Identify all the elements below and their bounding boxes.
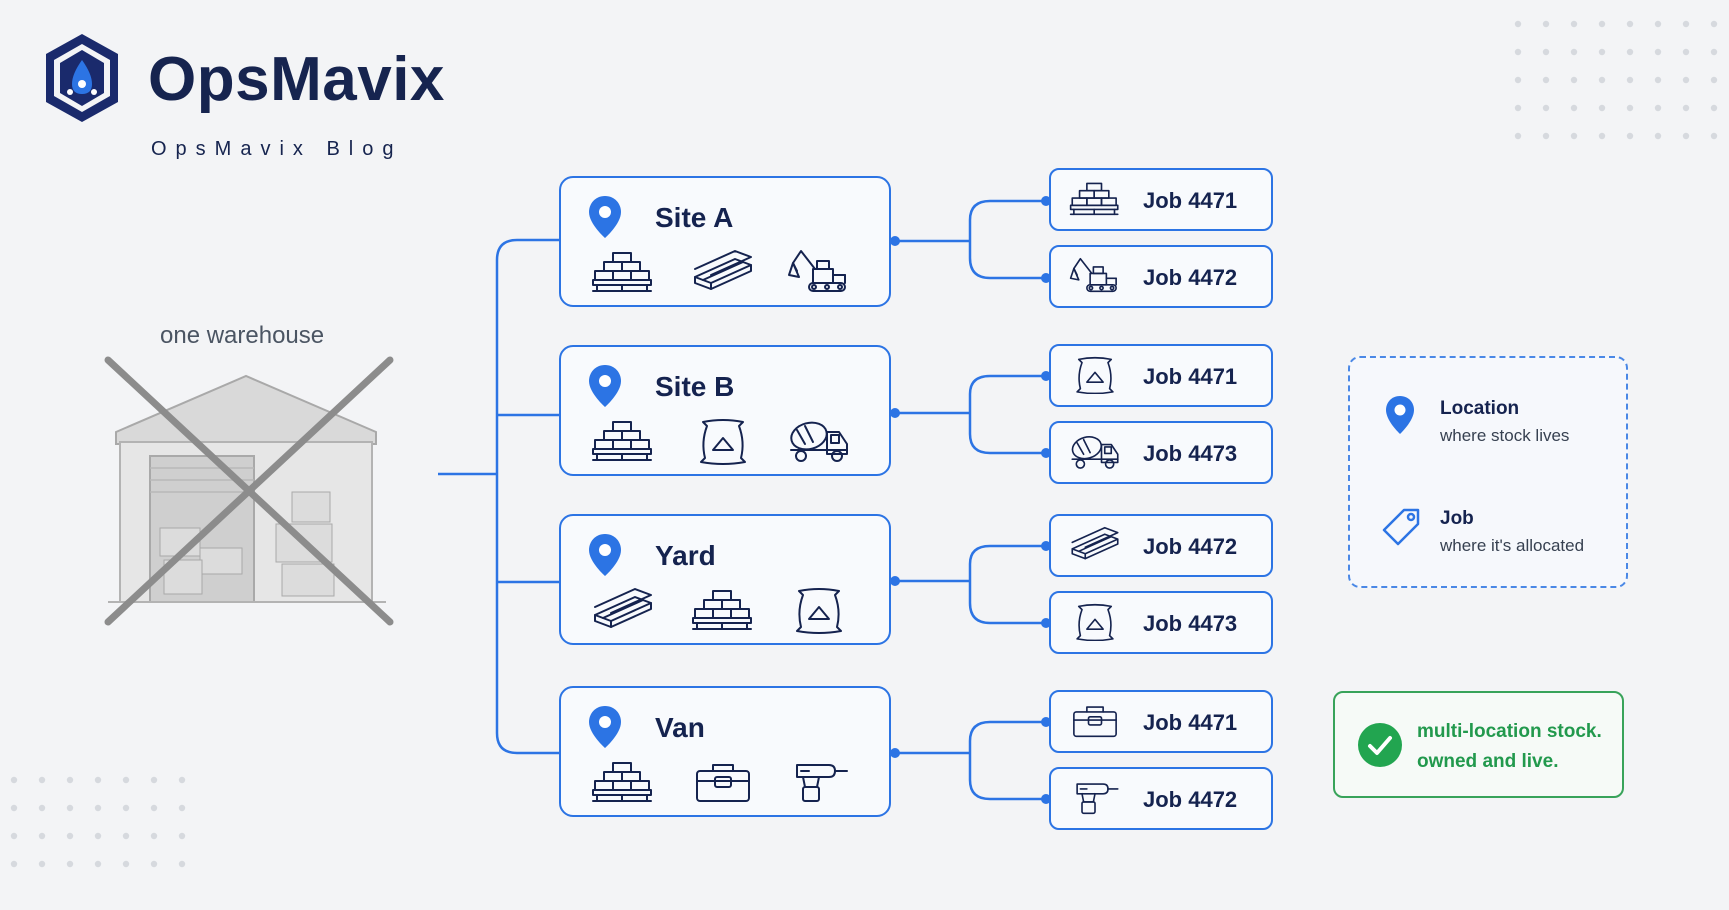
job-card: Job 4472: [1049, 514, 1273, 577]
job-label: Job 4472: [1143, 265, 1238, 290]
toolbox-icon: [696, 764, 750, 802]
power-drill-icon: [796, 764, 848, 802]
legend-location-title: Location: [1440, 398, 1520, 419]
tag-icon: [1382, 508, 1420, 546]
power-drill-icon: [1076, 783, 1119, 815]
checkmark-icon: [1358, 723, 1402, 767]
job-label: Job 4471: [1143, 710, 1238, 735]
job-card: Job 4471: [1049, 344, 1273, 407]
location-pin-icon: [589, 196, 621, 238]
callout-line-1: multi-location stock.: [1417, 721, 1602, 742]
legend-location-desc: where stock lives: [1440, 426, 1570, 445]
location-pin-icon: [589, 365, 621, 407]
brand-name: OpsMavix: [148, 45, 445, 114]
dot-pattern-bottom-left: [10, 776, 186, 868]
legend-box: Location where stock lives Job where it'…: [1348, 356, 1628, 588]
job-label: Job 4473: [1143, 611, 1238, 636]
location-stock-items: [591, 409, 871, 471]
location-name: Van: [655, 712, 705, 743]
location-stock-items: [591, 240, 871, 302]
legend-job-desc: where it's allocated: [1440, 536, 1585, 555]
cement-bag-icon: [1076, 356, 1114, 395]
cement-mixer-truck-icon: [1071, 436, 1119, 469]
location-card: Site A: [559, 176, 891, 307]
location-pin-icon: [589, 534, 621, 576]
cement-mixer-truck-icon: [790, 421, 848, 462]
callout-line-2: owned and live.: [1417, 751, 1559, 772]
job-card: Job 4472: [1049, 245, 1273, 308]
toolbox-icon: [1073, 706, 1117, 738]
job-label: Job 4473: [1143, 441, 1238, 466]
job-card: Job 4471: [1049, 690, 1273, 753]
cement-bag-icon: [796, 588, 842, 634]
legend-job-title: Job: [1440, 508, 1474, 529]
timber-planks-icon: [694, 250, 752, 290]
cement-bag-icon: [1076, 603, 1114, 642]
location-card: Yard: [559, 514, 891, 645]
job-card: Job 4473: [1049, 421, 1273, 484]
job-label: Job 4472: [1143, 787, 1238, 812]
location-card: Site B: [559, 345, 891, 476]
excavator-icon: [1069, 257, 1117, 293]
timber-planks-icon: [1071, 526, 1119, 560]
location-stock-items: [591, 750, 871, 812]
location-stock-items: [591, 578, 871, 640]
crossed-out-warehouse-icon: [104, 356, 394, 626]
bricks-pallet-icon: [592, 421, 652, 461]
location-name: Yard: [655, 540, 716, 571]
job-label: Job 4472: [1143, 534, 1238, 559]
location-pin-icon: [1386, 396, 1414, 434]
location-pin-icon: [589, 706, 621, 748]
location-card: Van: [559, 686, 891, 817]
location-name: Site B: [655, 371, 735, 402]
brand-subtitle: OpsMavix Blog: [151, 138, 403, 160]
job-label: Job 4471: [1143, 364, 1238, 389]
job-card: Job 4473: [1049, 591, 1273, 654]
bricks-pallet-icon: [592, 252, 652, 292]
job-card: Job 4471: [1049, 168, 1273, 231]
location-name: Site A: [655, 202, 734, 233]
warehouse-label: one warehouse: [160, 322, 325, 349]
cement-bag-icon: [700, 419, 746, 465]
timber-planks-icon: [594, 588, 652, 628]
excavator-icon: [788, 250, 846, 292]
opsmavix-logo-icon: [46, 34, 118, 122]
bricks-pallet-icon: [1069, 182, 1119, 216]
success-callout: multi-location stock. owned and live.: [1333, 691, 1624, 798]
bricks-pallet-icon: [592, 762, 652, 802]
job-label: Job 4471: [1143, 188, 1238, 213]
dot-pattern-top-right: [1514, 20, 1718, 140]
job-card: Job 4472: [1049, 767, 1273, 830]
bricks-pallet-icon: [692, 590, 752, 630]
